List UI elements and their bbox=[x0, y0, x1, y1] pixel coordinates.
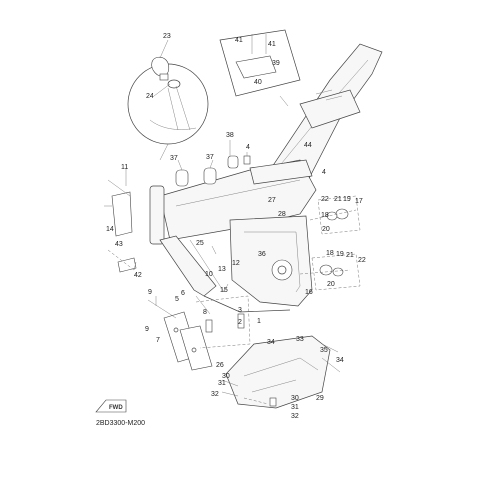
callout-label: 41 bbox=[235, 37, 243, 44]
callout-label: 5 bbox=[175, 296, 179, 303]
callout-label: 8 bbox=[203, 309, 207, 316]
callout-label: 10 bbox=[205, 271, 213, 278]
bushes-right bbox=[299, 195, 361, 291]
callout-label: 32 bbox=[291, 413, 299, 420]
callout-label: 13 bbox=[218, 266, 226, 273]
skid-plate bbox=[221, 335, 341, 409]
engine-mount-plates bbox=[147, 295, 251, 371]
callout-label: 11 bbox=[121, 164, 128, 171]
callout-label: 14 bbox=[106, 226, 114, 233]
callout-label: 17 bbox=[355, 198, 363, 205]
callout-label: 12 bbox=[232, 260, 240, 267]
callout-label: 32 bbox=[211, 391, 219, 398]
callout-label: 9 bbox=[145, 326, 149, 333]
callout-label: 33 bbox=[296, 336, 304, 343]
callout-label: 43 bbox=[115, 241, 123, 248]
callout-label: 19 bbox=[343, 196, 351, 203]
callout-label: 38 bbox=[226, 132, 234, 139]
leader-lines bbox=[125, 39, 301, 306]
callout-label: 34 bbox=[267, 339, 275, 346]
callout-label: 16 bbox=[305, 289, 313, 296]
callout-label: 36 bbox=[258, 251, 266, 258]
callout-label: 1 bbox=[257, 318, 261, 325]
callout-label: 7 bbox=[156, 337, 160, 344]
callout-label: 22 bbox=[321, 196, 329, 203]
callout-label: 22 bbox=[358, 257, 366, 264]
callout-label: 41 bbox=[268, 41, 276, 48]
forward-arrow-text: FWD bbox=[109, 405, 123, 411]
callout-label: 42 bbox=[134, 272, 142, 279]
callout-label: 27 bbox=[268, 197, 276, 204]
callout-label: 44 bbox=[304, 142, 312, 149]
left-brackets bbox=[104, 179, 137, 273]
callout-label: 18 bbox=[326, 250, 334, 257]
callout-label: 28 bbox=[278, 211, 286, 218]
callout-label: 40 bbox=[254, 79, 262, 86]
callout-label: 9 bbox=[148, 289, 152, 296]
callout-label: 34 bbox=[336, 357, 344, 364]
main-frame bbox=[149, 43, 383, 313]
callout-label: 3 bbox=[238, 307, 242, 314]
diagram-code: 2BD3300-M200 bbox=[96, 420, 145, 427]
callout-label: 18 bbox=[321, 212, 329, 219]
callout-label: 4 bbox=[322, 169, 326, 176]
callout-label: 30 bbox=[291, 395, 299, 402]
callout-label: 30 bbox=[222, 373, 230, 380]
callout-label: 37 bbox=[206, 154, 214, 161]
callout-label: 35 bbox=[320, 347, 328, 354]
callout-label: 15 bbox=[220, 287, 228, 294]
callout-label: 19 bbox=[336, 251, 344, 258]
callout-label: 26 bbox=[216, 362, 224, 369]
callout-label: 29 bbox=[316, 395, 324, 402]
callout-label: 21 bbox=[346, 252, 354, 259]
callout-label: 20 bbox=[322, 226, 330, 233]
callout-label: 23 bbox=[163, 33, 171, 40]
callout-label: 6 bbox=[181, 290, 185, 297]
callout-label: 4 bbox=[246, 144, 250, 151]
callout-label: 39 bbox=[272, 60, 280, 67]
callout-label: 24 bbox=[146, 93, 154, 100]
dampers bbox=[175, 155, 251, 187]
callout-label: 25 bbox=[196, 240, 204, 247]
callout-label: 20 bbox=[327, 281, 335, 288]
bracket-inset bbox=[219, 29, 301, 107]
callout-label: 37 bbox=[170, 155, 178, 162]
callout-label: 21 bbox=[334, 196, 342, 203]
forward-arrow: FWD bbox=[95, 399, 127, 413]
callout-label: 31 bbox=[291, 404, 299, 411]
callout-labels: 23 24 41 41 39 40 38 37 37 4 44 4 11 27 … bbox=[106, 33, 366, 420]
callout-label: 2 bbox=[238, 319, 242, 326]
fuel-cap-inset bbox=[127, 56, 209, 161]
callout-label: 31 bbox=[218, 380, 226, 387]
